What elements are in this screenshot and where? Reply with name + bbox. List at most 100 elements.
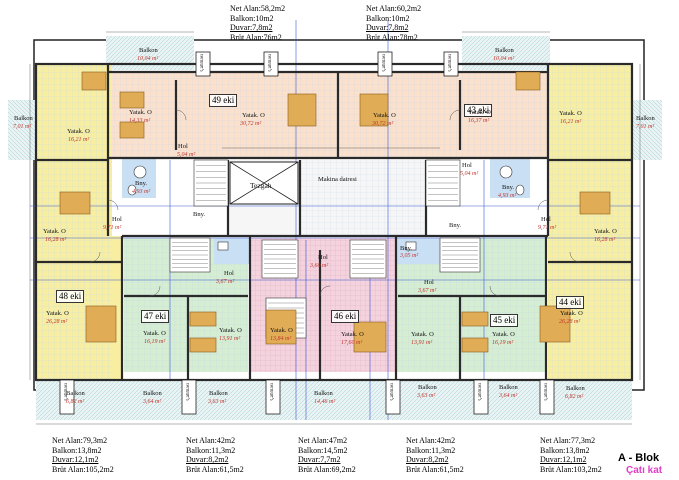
floor-title: Çatı kat [626,465,663,476]
room-area: 5,04 m² [460,171,479,177]
unit-badge-49: 49 eki [209,94,238,107]
summary-duvar: Duvar:7,8m2 [230,23,273,32]
room-area: 3,67 m² [418,288,437,294]
room-label: Yatak. O [594,228,617,235]
summary-brut: Brüt Alan:103,2m2 [540,464,602,474]
room-area: 13,91 m² [411,340,433,346]
room-area: 16,28 m² [594,237,616,243]
room-label: Hol [224,270,234,277]
unit-badge-45: 45 eki [490,314,519,327]
summary-net: Net Alan:58,2m2 [230,4,286,13]
room-label: Bny. [449,222,462,229]
chimney-label: Çahmasi [270,383,275,401]
summary-balkon: Balkon:14,5m2 [298,445,348,455]
room-label: Yatak. O [143,330,166,337]
summary-duvar: Duvar:7,8m2 [366,23,409,32]
room-label: Yatak. O [559,110,582,117]
summary-brut: Brüt Alan:69,2m2 [298,464,356,474]
room-label: Balkon [143,390,162,397]
summary-brut: Brüt Alan:105,2m2 [52,464,114,474]
elevator-shaft [229,161,299,205]
room-label: Balkon [418,384,437,391]
summary-brut: Brüt Alan:61,5m2 [406,464,464,474]
room-label: Balkon [499,384,518,391]
summary-top-right: Net Alan:60,2m2 Balkon:10m2 Duvar:7,8m2 … [366,4,421,42]
room-label: Balkon [66,390,85,397]
chimneys [59,51,555,415]
room-area: 26,28 m² [46,319,68,325]
room-area: 6,82 m² [66,399,85,405]
room-area: 6,82 m² [565,394,584,400]
summary-duvar: Duvar:7,7m2 [298,455,341,464]
summary-bottom-2: Net Alan:42m2 Balkon:11,3m2 Duvar:8,2m2 … [186,436,244,474]
summary-net: Net Alan:60,2m2 [366,4,422,13]
block-title: A - Blok [618,452,660,464]
room-area: 26,28 m² [559,319,581,325]
chimney-label: Çahmasi [268,54,273,72]
room-area: 7,01 m² [13,124,32,130]
summary-balkon: Balkon:13,8m2 [52,445,102,455]
summary-brut: Brüt Alan:61,5m2 [186,464,244,474]
room-label: Yatak. O [560,310,583,317]
room-label: Yatak. O [468,109,491,116]
walls [34,62,634,382]
room-label: Balkon [495,47,514,54]
summary-net: Net Alan:79,3m2 [52,436,108,445]
room-label: Yatak. O [411,331,434,338]
beds [59,71,611,353]
room-area: 3,63 m² [208,399,227,405]
summary-bottom-3: Net Alan:47m2 Balkon:14,5m2 Duvar:7,7m2 … [298,436,356,474]
room-label: Yatak. O [492,331,515,338]
summary-bottom-4: Net Alan:42m2 Balkon:11,3m2 Duvar:8,2m2 … [406,436,464,474]
room-area: 3,64 m² [499,393,518,399]
room-label: Yatak. O [219,327,242,334]
room-area: 4,93 m² [132,189,151,195]
room-area: 3,63 m² [417,393,436,399]
room-label: Yatak. O [373,112,396,119]
room-area: 5,04 m² [177,152,196,158]
room-label: Yatak. O [270,327,293,334]
summary-balkon: Balkon:13,8m2 [540,445,590,455]
room-label: Balkon [636,115,655,122]
room-label: Yatak. O [129,109,152,116]
room-label: Makina dairesi [318,176,357,183]
summary-duvar: Duvar:8,2m2 [406,455,449,464]
summary-top-left: Net Alan:58,2m2 Balkon:10m2 Duvar:7,8m2 … [230,4,285,42]
unit-badge-44: 44 eki [556,296,585,309]
chimney-label: Çahmasi [478,383,483,401]
bathroom-fixtures [127,165,525,251]
room-area: 10,04 m² [137,56,159,62]
room-label: Balkon [314,390,333,397]
room-area: 14,33 m² [129,118,151,124]
room-area: 3,64 m² [143,399,162,405]
room-area: 17,60 m² [341,340,363,346]
room-label: Bny. [135,180,148,187]
summary-net: Net Alan:42m2 [186,436,236,445]
room-label: Bny. [193,211,206,218]
chimney-label: Çahmasi [186,383,191,401]
room-area: 9,71 m² [103,225,122,231]
summary-brut: Brüt Alan:76m2 [230,32,282,42]
chimney-label: Çahmasi [390,383,395,401]
room-label: Yatak. O [242,112,265,119]
summary-net: Net Alan:42m2 [406,436,456,445]
room-area: 13,91 m² [219,336,241,342]
room-label: Bny. [502,184,515,191]
room-area: 3,67 m² [216,279,235,285]
chimney-label: Çahmasi [544,383,549,401]
room-label: Hol [424,279,434,286]
room-label: Yatak. O [67,128,90,135]
room-area: 10,04 m² [493,56,515,62]
room-area: 30,72 m² [240,121,262,127]
room-label: Hol [112,216,122,223]
chimney-label: Çahmasi [64,383,69,401]
room-area: 16,37 m² [468,118,490,124]
room-area: 16,21 m² [68,137,90,143]
unit-badge-47: 47 eki [141,310,170,323]
room-area: 30,72 m² [372,121,394,127]
summary-balkon: Balkon:11,3m2 [186,445,236,455]
summary-balkon: Balkon:11,3m2 [406,445,456,455]
summary-brut: Brüt Alan:78m2 [366,32,418,42]
bathroom-center-right [396,238,440,264]
